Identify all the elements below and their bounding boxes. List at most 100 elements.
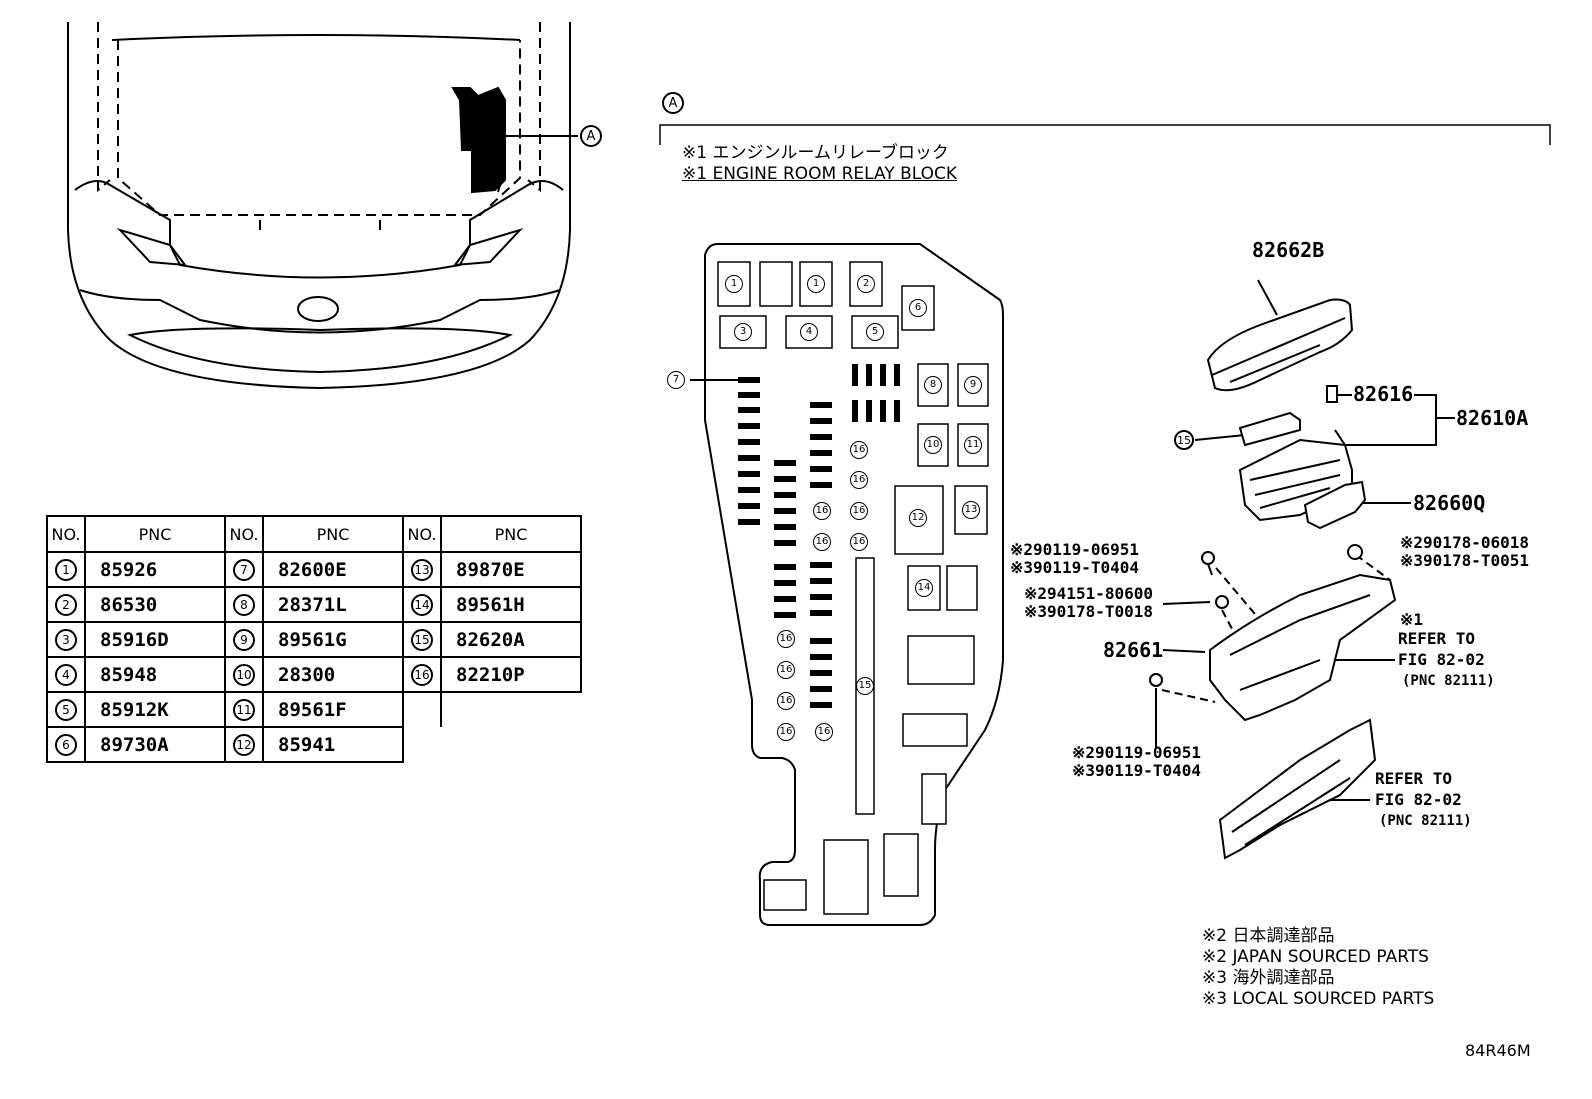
row-no: 11: [233, 698, 255, 721]
label-relay-15: 15: [1174, 430, 1194, 450]
row-pnc: 82620A: [440, 621, 582, 658]
slot-6: 6: [909, 299, 927, 317]
slot-16: 16: [815, 723, 833, 741]
slot-16: 16: [850, 533, 868, 551]
row-pnc: 82600E: [262, 551, 404, 588]
row-no: 12: [233, 733, 255, 756]
table-row: 4 85948 10 28300 16 82210P: [46, 656, 582, 693]
nut-2: [1347, 544, 1363, 560]
ref1-line1: REFER TO: [1398, 629, 1476, 648]
header-no-3: NO.: [402, 515, 442, 553]
header-pnc-2: PNC: [262, 515, 404, 553]
clip-pn-3a: ※294151-80600: [1024, 584, 1153, 603]
legend-line-3: ※3 海外調達部品: [1202, 968, 1335, 988]
bolt-pn-1b: ※390119-T0404: [1010, 558, 1139, 577]
row-no: 8: [233, 593, 255, 616]
header-pnc-3: PNC: [440, 515, 582, 553]
callout-a-section: A: [662, 92, 684, 114]
header-no-2: NO.: [224, 515, 264, 553]
ref1-line3: (PNC 82111): [1402, 673, 1495, 689]
row-no: 14: [411, 593, 433, 616]
legend-line-2: ※2 JAPAN SOURCED PARTS: [1202, 947, 1429, 967]
row-pnc: 89561F: [262, 691, 404, 728]
slot-14: 14: [915, 579, 933, 597]
bolt-1: [1201, 551, 1215, 565]
bolt-4: [1149, 673, 1163, 687]
ref2-line3: (PNC 82111): [1379, 813, 1472, 829]
slot-3: 3: [734, 323, 752, 341]
table-row: 6 89730A 12 85941: [46, 726, 581, 763]
row-no: 5: [55, 698, 77, 721]
vehicle-front-drawing: [67, 22, 571, 390]
table-row: 1 85926 7 82600E 13 89870E: [46, 551, 582, 588]
figure-code: 84R46M: [1465, 1041, 1531, 1060]
row-pnc: 85926: [84, 551, 226, 588]
slot-16: 16: [777, 692, 795, 710]
slot-1-right: 1: [807, 275, 825, 293]
ref2-line2: FIG 82-02: [1375, 790, 1462, 809]
table-row: 2 86530 8 28371L 14 89561H: [46, 586, 582, 623]
slot-16: 16: [850, 502, 868, 520]
slot-16: 16: [813, 502, 831, 520]
row-pnc: 82210P: [440, 656, 582, 693]
pnc-table: NO. PNC NO. PNC NO. PNC 1 85926 7 82600E…: [46, 515, 582, 763]
row-pnc: 89561G: [262, 621, 404, 658]
slot-16: 16: [850, 441, 868, 459]
row-no: 2: [55, 593, 77, 616]
row-pnc: 85912K: [84, 691, 226, 728]
row-pnc: 28300: [262, 656, 404, 693]
block-title-jp: ※1 エンジンルームリレーブロック: [682, 143, 949, 163]
slot-2: 2: [857, 275, 875, 293]
relay-block-outline: [704, 243, 1004, 926]
label-82616: 82616: [1353, 382, 1414, 406]
bolt-pn-4b: ※390119-T0404: [1072, 761, 1201, 780]
fuse-82616: [1326, 385, 1338, 403]
relay-block-location: [451, 86, 506, 194]
row-no: 9: [233, 628, 255, 651]
row-no: 15: [411, 628, 433, 651]
nut-pn-2a: ※290178-06018: [1400, 533, 1529, 552]
nut-pn-2b: ※390178-T0051: [1400, 551, 1529, 570]
row-pnc: 86530: [84, 586, 226, 623]
label-82661: 82661: [1103, 638, 1164, 662]
slot-13: 13: [962, 501, 980, 519]
block-title-en: ※1 ENGINE ROOM RELAY BLOCK: [682, 164, 958, 184]
relay-15: [1238, 411, 1301, 447]
slot-12: 12: [909, 509, 927, 527]
legend-line-1: ※2 日本調達部品: [1202, 926, 1335, 946]
slot-10: 10: [924, 436, 942, 454]
slot-9: 9: [964, 376, 982, 394]
slot-7: 7: [667, 371, 685, 389]
row-pnc: 89730A: [84, 726, 226, 763]
row-pnc: 85916D: [84, 621, 226, 658]
row-pnc: 89561H: [440, 586, 582, 623]
legend-line-4: ※3 LOCAL SOURCED PARTS: [1202, 989, 1435, 1009]
row-pnc: 85948: [84, 656, 226, 693]
callout-a-car: A: [580, 125, 602, 147]
bolt-pn-4a: ※290119-06951: [1072, 743, 1201, 762]
row-no: 6: [55, 733, 77, 756]
table-row: 3 85916D 9 89561G 15 82620A: [46, 621, 582, 658]
label-82610A: 82610A: [1456, 406, 1529, 430]
table-row: 5 85912K 11 89561F: [46, 691, 581, 728]
header-no-1: NO.: [46, 515, 86, 553]
slot-16: 16: [777, 723, 795, 741]
slot-4: 4: [800, 323, 818, 341]
header-pnc-1: PNC: [84, 515, 226, 553]
slot-16: 16: [777, 661, 795, 679]
slot-8: 8: [924, 376, 942, 394]
slot-11: 11: [964, 436, 982, 454]
slot-1-left: 1: [725, 275, 743, 293]
row-no: 7: [233, 558, 255, 581]
slot-16: 16: [777, 630, 795, 648]
row-no: 10: [233, 663, 255, 686]
row-no: 4: [55, 663, 77, 686]
ref1-mark: ※1: [1400, 610, 1424, 629]
ref1-line2: FIG 82-02: [1398, 650, 1485, 669]
slot-15: 15: [856, 677, 874, 695]
clip-pn-3b: ※390178-T0018: [1024, 602, 1153, 621]
row-pnc: 28371L: [262, 586, 404, 623]
clip-3: [1215, 595, 1229, 609]
label-82660Q: 82660Q: [1413, 491, 1486, 515]
